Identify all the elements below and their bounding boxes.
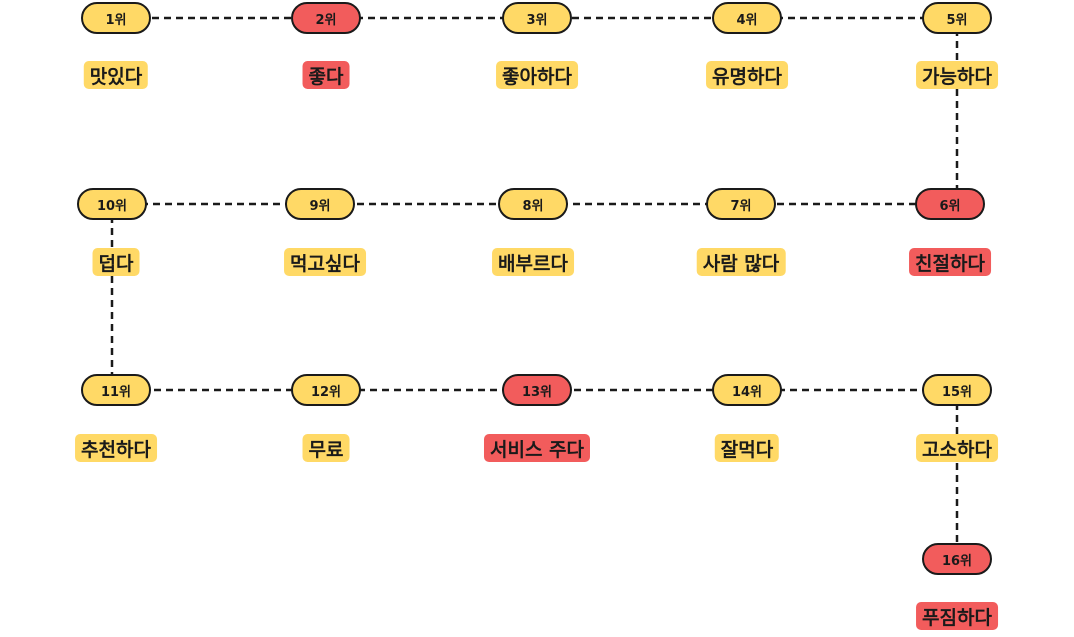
word-label-13: 서비스 주다 (483, 434, 591, 462)
word-label-7: 사람 많다 (696, 248, 786, 276)
rank-path-line (110, 16, 959, 559)
word-label-14: 잘먹다 (714, 434, 780, 462)
word-label-16: 푸짐하다 (916, 602, 998, 630)
word-label-6: 친절하다 (909, 248, 991, 276)
word-label-3: 좋아하다 (496, 61, 578, 89)
word-label-11: 추천하다 (75, 434, 157, 462)
rank-badge-1: 1위 (81, 2, 151, 34)
rank-badge-2: 2위 (291, 2, 361, 34)
rank-badge-16: 16위 (922, 543, 992, 575)
rank-badge-15: 15위 (922, 374, 992, 406)
rank-badge-12: 12위 (291, 374, 361, 406)
word-label-1: 맛있다 (83, 61, 149, 89)
rank-badge-6: 6위 (915, 188, 985, 220)
word-label-8: 배부르다 (492, 248, 574, 276)
rank-badge-8: 8위 (498, 188, 568, 220)
word-label-15: 고소하다 (916, 434, 998, 462)
word-label-12: 무료 (302, 434, 350, 462)
rank-badge-5: 5위 (922, 2, 992, 34)
word-label-2: 좋다 (302, 61, 350, 89)
word-label-10: 덥다 (92, 248, 140, 276)
rank-badge-7: 7위 (706, 188, 776, 220)
rank-badge-9: 9위 (285, 188, 355, 220)
rank-badge-14: 14위 (712, 374, 782, 406)
rank-badge-10: 10위 (77, 188, 147, 220)
word-label-5: 가능하다 (916, 61, 998, 89)
rank-badge-11: 11위 (81, 374, 151, 406)
word-label-9: 먹고싶다 (284, 248, 366, 276)
rank-badge-3: 3위 (502, 2, 572, 34)
word-label-4: 유명하다 (706, 61, 788, 89)
rank-badge-13: 13위 (502, 374, 572, 406)
rank-badge-4: 4위 (712, 2, 782, 34)
